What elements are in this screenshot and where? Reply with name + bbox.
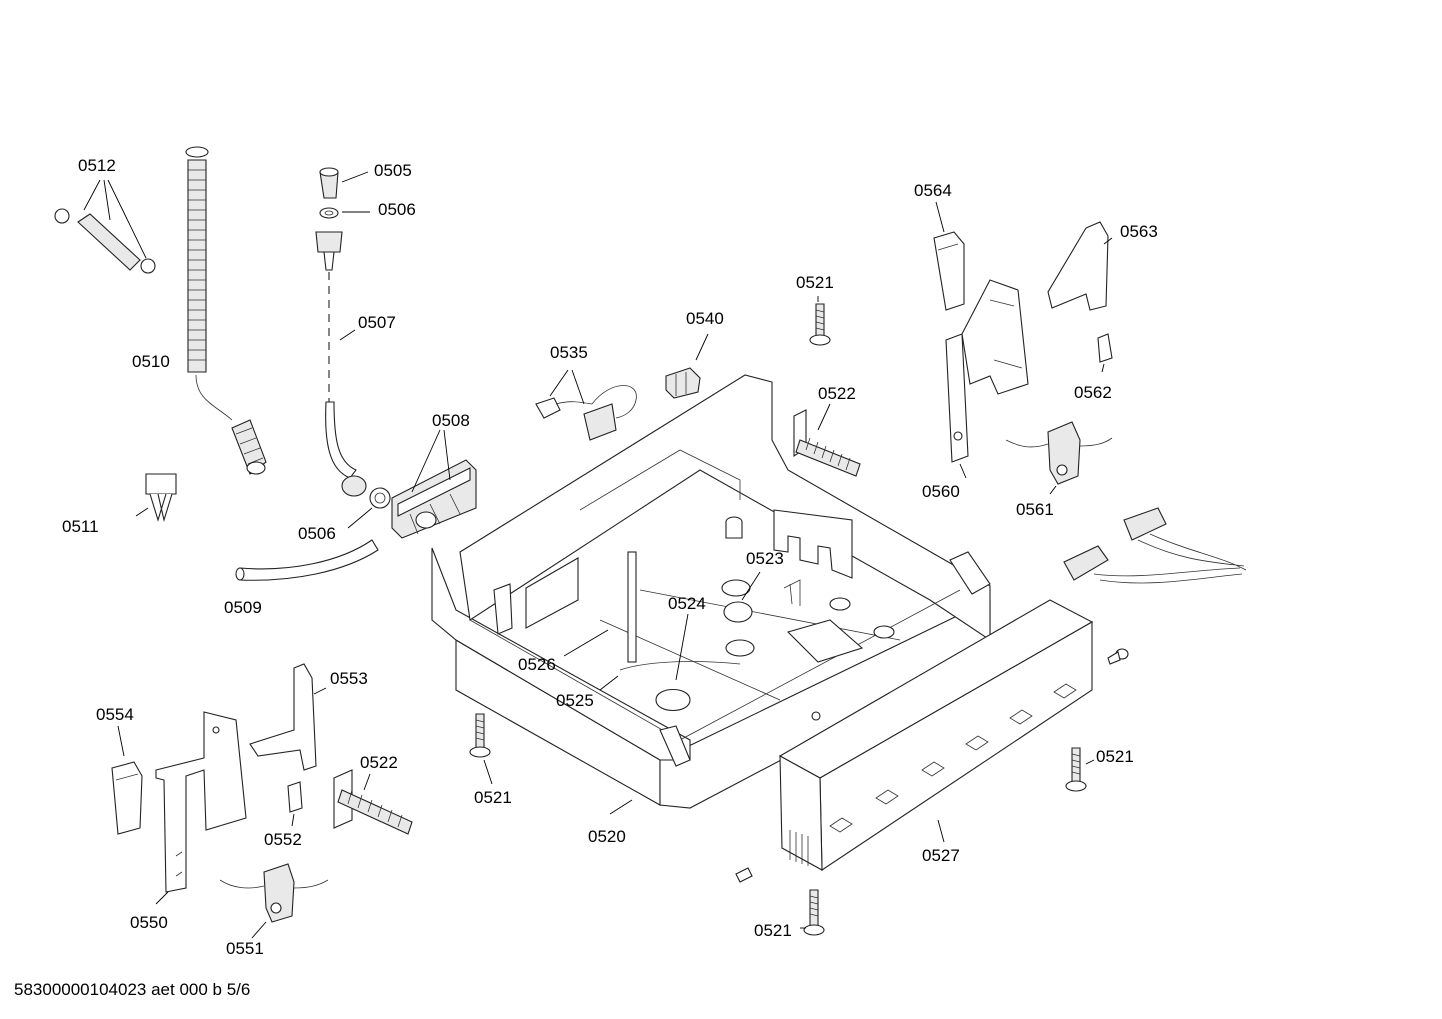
label-0521-top: 0521: [796, 273, 834, 292]
inlet-seal: [319, 207, 370, 219]
label-0526: 0526: [518, 655, 556, 674]
valve-assembly: [391, 429, 477, 539]
seal-ring: [347, 487, 391, 529]
bracket-clip: [933, 201, 965, 311]
screw-bottom: [800, 889, 825, 936]
label-0521-right: 0521: [1096, 747, 1134, 766]
spring-upper: [793, 403, 861, 477]
screw-upper: [809, 296, 831, 346]
connector-block: [665, 333, 709, 399]
sensor-switch: [1005, 421, 1113, 495]
label-0554: 0554: [96, 705, 134, 724]
leader-0523: [741, 571, 761, 601]
leader-0525: [599, 675, 619, 691]
label-0507: 0507: [358, 313, 396, 332]
label-0524: 0524: [668, 594, 706, 613]
label-0535: 0535: [550, 343, 588, 362]
label-0509: 0509: [224, 598, 262, 617]
label-0520: 0520: [588, 827, 626, 846]
label-0561: 0561: [1016, 500, 1054, 519]
screw-left: [469, 713, 493, 785]
kickplate: [778, 599, 1094, 872]
label-0552: 0552: [264, 830, 302, 849]
small-screw: [735, 648, 1129, 883]
spring-lower: [333, 769, 413, 835]
label-0506-top: 0506: [378, 200, 416, 219]
label-0527: 0527: [922, 846, 960, 865]
label-0508: 0508: [432, 411, 470, 430]
label-0540: 0540: [686, 309, 724, 328]
support-bracket-left: [249, 663, 327, 771]
label-0550: 0550: [130, 913, 168, 932]
leader-0526: [563, 629, 609, 657]
label-0563: 0563: [1120, 222, 1158, 241]
inlet-hose: [315, 231, 367, 497]
label-0521-bottom: 0521: [754, 921, 792, 940]
label-0506-bottom: 0506: [298, 524, 336, 543]
inlet-cap: [319, 167, 369, 199]
label-0560: 0560: [922, 482, 960, 501]
label-0522-top: 0522: [818, 384, 856, 403]
support-bracket: [1047, 221, 1113, 311]
label-0522-bottom: 0522: [360, 753, 398, 772]
label-0512: 0512: [78, 156, 116, 175]
leader-0520: [609, 799, 633, 815]
hose-clamp: [54, 179, 156, 274]
label-0505: 0505: [374, 161, 412, 180]
label-0551: 0551: [226, 939, 264, 958]
small-clip: [1097, 333, 1113, 373]
small-clip-left: [287, 781, 303, 827]
wire-connectors: [1063, 507, 1247, 584]
base-tray: [431, 374, 991, 809]
label-0510: 0510: [132, 352, 170, 371]
document-id-footer: 58300000104023 aet 000 b 5/6: [14, 980, 251, 999]
label-0562: 0562: [1074, 383, 1112, 402]
label-0553: 0553: [330, 669, 368, 688]
hose-clip: [135, 473, 177, 523]
label-0521-left: 0521: [474, 788, 512, 807]
connector-hose: [235, 539, 379, 581]
label-0523: 0523: [746, 549, 784, 568]
sensor-switch-left: [219, 863, 329, 939]
wiring-harness: [535, 369, 637, 441]
bracket-left: [155, 711, 247, 905]
bracket-right: [945, 279, 1029, 479]
bracket-clip-left: [111, 725, 143, 835]
label-0564: 0564: [914, 181, 952, 200]
label-0525: 0525: [556, 691, 594, 710]
label-0511: 0511: [62, 517, 99, 536]
drain-hose: [185, 146, 267, 475]
leader-0524: [675, 613, 689, 681]
screw-right: [1065, 747, 1095, 792]
